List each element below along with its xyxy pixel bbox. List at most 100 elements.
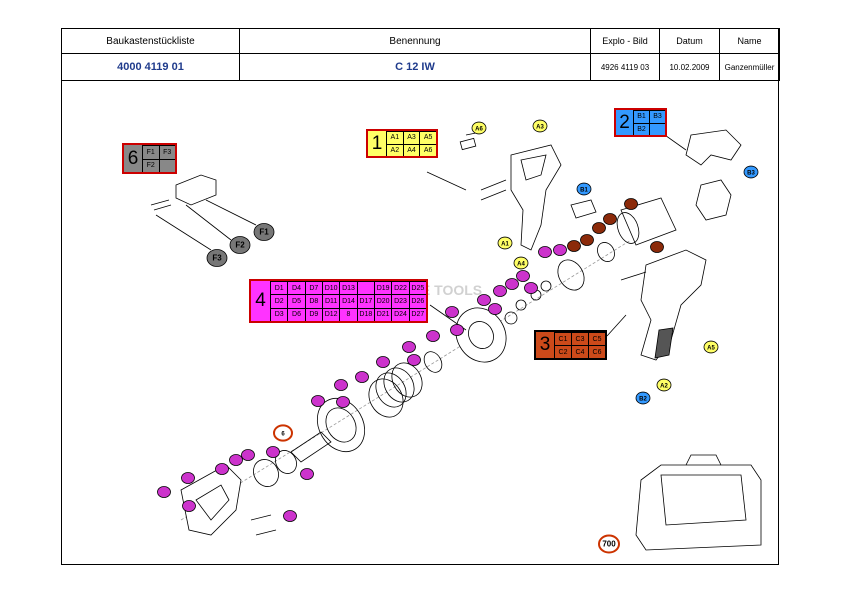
callout-c6 <box>650 241 664 253</box>
callout-d-item <box>538 246 552 258</box>
motor <box>620 197 677 246</box>
label-designation: Benennung <box>239 28 591 54</box>
cell: D27 <box>408 307 426 321</box>
parts-list-number: 4000 4119 01 <box>61 53 240 81</box>
callout-d-item <box>407 354 421 366</box>
callout-c3 <box>592 222 606 234</box>
cell: C6 <box>588 345 605 358</box>
group-number: 3 <box>539 334 551 355</box>
group-number: 6 <box>127 147 139 169</box>
label-name: Name <box>719 28 780 54</box>
callout-c1 <box>567 240 581 252</box>
cell: D19 <box>374 281 392 295</box>
callout-b1: B1 <box>576 182 592 196</box>
callout-label: F3 <box>212 254 222 263</box>
cell: D2 <box>270 294 288 308</box>
callout-d-item <box>450 324 464 336</box>
cell: D18 <box>356 307 374 321</box>
callout-d-item <box>300 468 314 480</box>
part-6-assembly <box>175 174 217 206</box>
cell: A2 <box>386 143 403 156</box>
cell: D11 <box>322 294 340 308</box>
cell <box>649 122 665 135</box>
callout-d-item <box>516 270 530 282</box>
callout-a3: A3 <box>532 119 548 133</box>
cell: A1 <box>386 131 403 144</box>
cell: C2 <box>554 345 571 358</box>
callout-d-item <box>334 379 348 391</box>
callout-b3: B3 <box>743 165 759 179</box>
cell: D17 <box>356 294 374 308</box>
callout-label: A4 <box>517 262 525 268</box>
callout-d-item <box>215 463 229 475</box>
callout-label: B3 <box>747 171 755 177</box>
cell: B1 <box>633 110 649 123</box>
cell: A5 <box>419 131 436 144</box>
group-2-label: 2 B1 B3 B2 <box>614 108 667 137</box>
cell: D26 <box>408 294 426 308</box>
callout-d-item <box>505 278 519 290</box>
title-block: Baukastenstückliste Benennung Explo - Bi… <box>61 28 780 81</box>
cell <box>356 281 374 295</box>
carry-case <box>635 464 762 551</box>
cell: A6 <box>419 143 436 156</box>
callout-b2: B2 <box>635 391 651 405</box>
callout-label: F2 <box>235 241 245 250</box>
battery-terminal <box>695 179 732 221</box>
cell: B2 <box>633 122 649 135</box>
callout-label: A1 <box>501 242 509 248</box>
callout-item-6: 6 <box>273 424 293 442</box>
cell: D14 <box>339 294 357 308</box>
cell: D20 <box>374 294 392 308</box>
battery-contact-plate <box>685 129 742 166</box>
cell: D13 <box>339 281 357 295</box>
callout-c5 <box>624 198 638 210</box>
callout-a1: A1 <box>497 236 513 250</box>
cell: D23 <box>391 294 409 308</box>
callout-a4: A4 <box>513 256 529 270</box>
cell: D5 <box>287 294 305 308</box>
callout-d-item <box>376 356 390 368</box>
callout-a6: A6 <box>471 121 487 135</box>
group-6-label: 6 F1 F3 F2 <box>122 143 177 174</box>
callout-label: A5 <box>707 346 715 352</box>
cell: C3 <box>571 332 588 345</box>
anvil-part <box>290 431 332 463</box>
group-3-label: 3 C1 C3 C5 C2 C4 C6 <box>534 330 607 360</box>
callout-c2 <box>580 234 594 246</box>
cell: F3 <box>158 145 175 159</box>
cell: D7 <box>304 281 322 295</box>
callout-d-item <box>355 371 369 383</box>
callout-d-item <box>488 303 502 315</box>
callout-d-item <box>493 285 507 297</box>
group-number: 4 <box>255 290 266 311</box>
cell <box>158 158 175 172</box>
callout-a5: A5 <box>703 340 719 354</box>
cell: D22 <box>391 281 409 295</box>
cell: D8 <box>304 294 322 308</box>
cell: 8 <box>339 307 357 321</box>
hammer-cage <box>316 397 366 453</box>
cell: D1 <box>270 281 288 295</box>
callout-d-item <box>283 510 297 522</box>
group-number: 1 <box>371 132 383 154</box>
cell: D6 <box>287 307 305 321</box>
callout-d-item <box>229 454 243 466</box>
callout-f1: F1 <box>253 223 275 241</box>
group-number: 2 <box>619 111 630 133</box>
cell: D4 <box>287 281 305 295</box>
callout-d-item <box>241 449 255 461</box>
callout-d-item <box>157 486 171 498</box>
callout-label: A3 <box>536 125 544 131</box>
callout-label: 700 <box>602 540 616 549</box>
callout-d-item <box>477 294 491 306</box>
cell: D24 <box>391 307 409 321</box>
callout-a2: A2 <box>656 378 672 392</box>
cell: D25 <box>408 281 426 295</box>
spring-coil <box>375 362 423 408</box>
callout-label: B2 <box>639 397 647 403</box>
brush-holder <box>570 199 597 219</box>
cell: F2 <box>142 158 159 172</box>
